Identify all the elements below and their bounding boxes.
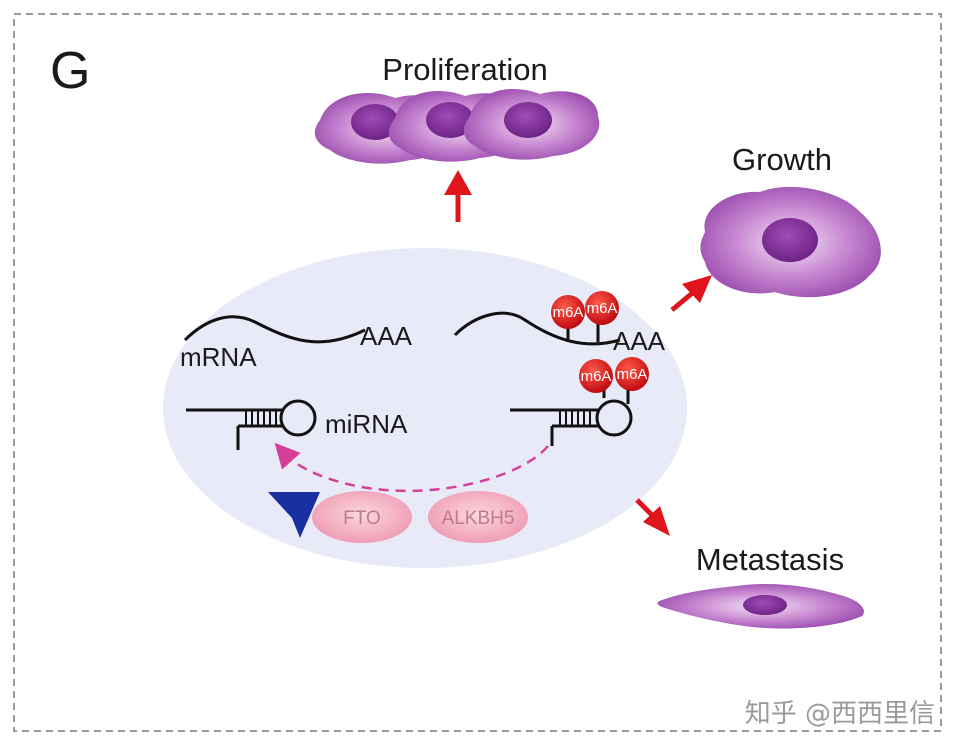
proliferation-cells [314,89,600,164]
growth-label: Growth [732,142,832,177]
enzyme-alkbh5: ALKBH5 [428,491,528,543]
mirna-hairpin [186,399,317,450]
svg-text:m6A: m6A [617,366,648,383]
m6a-marker-icon: m6A [551,295,585,342]
panel-frame [13,13,942,732]
cell-nucleus-icon [743,595,787,615]
enzyme-fto: FTO [312,491,412,543]
svg-text:m6A: m6A [553,304,584,321]
panel-label: G [50,42,90,100]
metastasis-cell [657,584,864,629]
mrna-label: mRNA [180,342,257,372]
metastasis-label: Metastasis [696,542,844,577]
watermark: 知乎 @西西里信 [745,699,935,729]
demethylation-arrow [274,442,549,493]
inhibition-arrowhead-icon [268,492,320,538]
methylated-mirna-hairpin [510,399,633,446]
m6a-marker-icon: m6A [579,359,613,398]
m6a-marker-icon: m6A [615,357,649,404]
cell-nucleus-icon [351,104,399,140]
red-arrow-icon [670,275,712,312]
cell-nucleus-icon [504,102,552,138]
m6a-marker-icon: m6A [585,291,619,342]
methylated-mrna-strand [453,311,621,346]
svg-text:m6A: m6A [587,300,618,317]
cell-nucleus-icon [762,218,818,262]
mirna-label: miRNA [325,409,408,439]
growth-cell [700,186,881,298]
enzyme-fto-label: FTO [343,508,381,529]
polya-tail-label: AAA [360,321,413,351]
red-arrow-icon [444,170,472,222]
enzyme-alkbh5-label: ALKBH5 [442,508,515,529]
polya-tail-label-methylated: AAA [613,326,666,356]
proliferation-label: Proliferation [382,52,547,87]
nucleus-ellipse [163,248,687,568]
svg-text:m6A: m6A [581,368,612,385]
cell-nucleus-icon [426,102,474,138]
mrna-strand [183,315,366,344]
red-arrow-icon [635,498,670,536]
